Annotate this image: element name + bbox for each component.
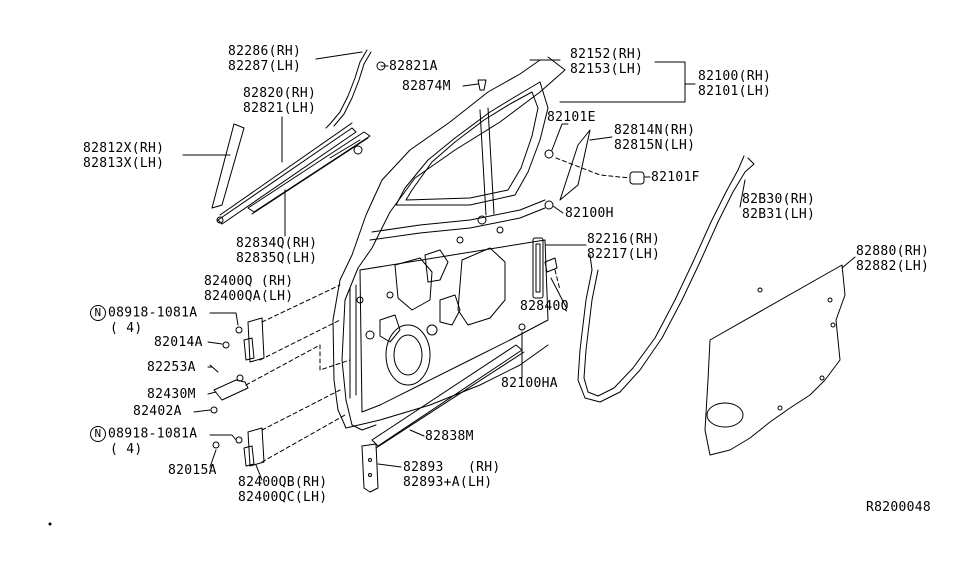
label-plug-82100H: 82100H — [565, 206, 614, 221]
label-check-link: 82430M — [147, 387, 196, 402]
label-bolt-82253A: 82253A — [147, 360, 196, 375]
label-bolt-82014A: 82014A — [154, 335, 203, 350]
label-bracket: 82893 (RH)82893+A(LH) — [403, 460, 501, 490]
label-hinge-lower: 82400QB(RH)82400QC(LH) — [238, 475, 328, 505]
label-glass-run-upper: 82286(RH)82287(LH) — [228, 44, 302, 74]
label-door-outer-weather: 82820(RH)82821(LH) — [243, 86, 317, 116]
label-plug-82101F: 82101F — [651, 170, 700, 185]
inner-weather-shape — [247, 131, 371, 215]
hinge-lower-shape — [212, 427, 265, 467]
label-striker: 82216(RH)82217(LH) — [587, 232, 661, 262]
dashed-guides — [245, 157, 631, 463]
sash-cover-shape — [211, 123, 245, 209]
check-link-shape — [209, 364, 249, 414]
sealing-screen-shape — [704, 264, 846, 456]
label-door-panel: 82100(RH)82101(LH) — [698, 69, 772, 99]
door-panel-shape — [332, 56, 566, 431]
label-hinge-upper: 82400Q (RH)82400QA(LH) — [204, 274, 294, 304]
door-outer-weather-shape — [216, 122, 357, 225]
label-plug-82101E: 82101E — [547, 110, 596, 125]
label-bolt-82402A: 82402A — [133, 404, 182, 419]
label-weatherstrip: 82B30(RH)82B31(LH) — [742, 192, 816, 222]
n-circle-icon: N — [90, 426, 106, 442]
sash-rear-shape — [559, 129, 591, 201]
bracket-shape — [361, 443, 379, 493]
label-sash-front: 82152(RH)82153(LH) — [570, 47, 644, 77]
label-sash-cover: 82812X(RH)82813X(LH) — [83, 141, 165, 171]
label-inner-weather: 82834Q(RH)82835Q(LH) — [236, 236, 318, 266]
glass-run-upper-shape — [325, 49, 386, 129]
n-circle-icon: N — [90, 305, 106, 321]
hinge-upper-shape — [222, 317, 265, 363]
label-sealing-screen: 82880(RH)82882(LH) — [856, 244, 930, 274]
diagram-code: R8200048 — [866, 500, 932, 515]
leader-lines — [182, 51, 856, 481]
striker-shape — [532, 237, 558, 299]
label-sash-rear: 82814N(RH)82815N(LH) — [614, 123, 696, 153]
label-protector: 82838M — [425, 429, 474, 444]
weatherstrip-shape — [577, 155, 755, 403]
label-bumper: 82840Q — [520, 299, 569, 314]
label-clip-82821A: 82821A — [389, 59, 438, 74]
label-bolt-82015A: 82015A — [168, 463, 217, 478]
label-clip-82874M: 82874M — [402, 79, 451, 94]
stray-dot — [48, 522, 52, 526]
label-plug-82100HA: 82100HA — [501, 376, 558, 391]
